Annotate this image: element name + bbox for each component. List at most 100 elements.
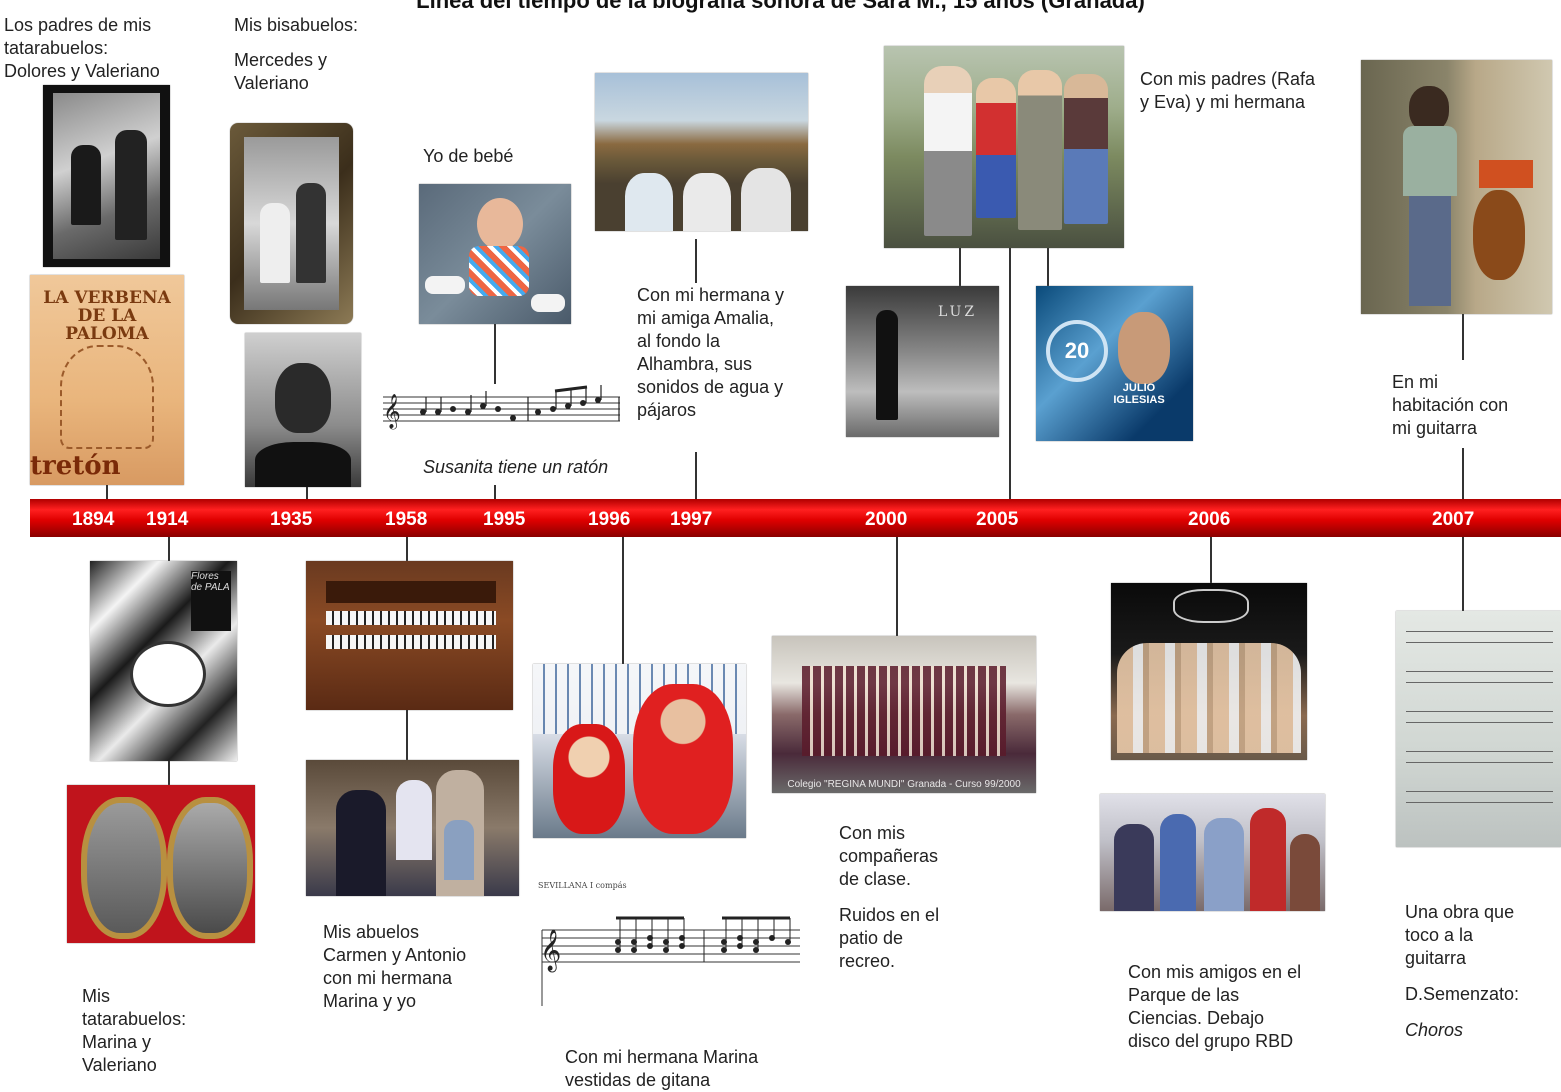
label-line: mi guitarra [1392, 418, 1478, 438]
label-line: guitarra [1405, 948, 1467, 968]
connector [406, 710, 408, 760]
label-bisabuelos-title: Mis bisabuelos: [234, 15, 359, 35]
label-alhambra: Con mi hermana y mi amiga Amalia, al fon… [637, 284, 784, 422]
year-2005: 2005 [976, 509, 1019, 530]
connector [1462, 314, 1464, 360]
page-title: Línea del tiempo de la biografía sonora … [416, 0, 1145, 13]
connector [1009, 248, 1011, 501]
year-1894: 1894 [72, 509, 115, 530]
photo-gitana [533, 664, 746, 838]
label-abuelos: Mis abuelos Carmen y Antonio con mi herm… [323, 921, 466, 1013]
label-line: pájaros [637, 400, 697, 420]
label-susanita: Susanita tiene un ratón [423, 456, 608, 479]
connector [959, 248, 961, 286]
label-line: Con mi hermana y [637, 285, 785, 305]
label-amigos: Con mis amigos en el Parque de las Cienc… [1128, 961, 1301, 1053]
photo-organo [306, 561, 513, 710]
photo-abuelo-portrait [245, 333, 361, 487]
verbena-caption: LA VERBENA DE LA PALOMA [43, 288, 171, 344]
photo-disco-luz: LUZ [846, 286, 999, 437]
timeline-bar [30, 499, 1561, 537]
label-bisabuelos-names: Mercedes y Valeriano [234, 49, 327, 95]
label-line: Dolores y Valeriano [4, 61, 160, 81]
connector [406, 537, 408, 561]
label-line: toco a la [1405, 925, 1474, 945]
connector [1462, 537, 1464, 611]
label-line: Con mi hermana Marina [565, 1047, 759, 1067]
year-1996: 1996 [588, 509, 631, 530]
label-line: Mis [82, 986, 110, 1006]
label-line: Con mis padres (Rafa [1140, 69, 1316, 89]
photo-padres-hermana [884, 46, 1124, 248]
label-line: Carmen y Antonio [323, 945, 467, 965]
photo-abuelos [306, 760, 519, 896]
label-line: con mi hermana [323, 968, 453, 988]
connector [1462, 448, 1464, 501]
label-gitana: Con mi hermana Marina vestidas de gitana [565, 1046, 758, 1092]
label-line: Parque de las [1128, 985, 1240, 1005]
connector [622, 537, 624, 664]
year-1914: 1914 [146, 509, 189, 530]
label-line: recreo. [839, 951, 896, 971]
label-line: de clase. [839, 869, 912, 889]
label-line: Valeriano [234, 73, 309, 93]
sheet-music-susanita: 𝄞 [383, 385, 620, 430]
connector [494, 324, 496, 384]
connector [106, 485, 108, 501]
year-2007: 2007 [1432, 509, 1475, 530]
connector [896, 537, 898, 636]
label-line: Marina y [82, 1032, 152, 1052]
year-1997: 1997 [670, 509, 713, 530]
label-line: D.Semenzato: [1405, 984, 1520, 1004]
label-line: Con mis amigos en el [1128, 962, 1302, 982]
label-tatarabuelos-dolores: Los padres de mis tatarabuelos: Dolores … [4, 14, 160, 83]
label-line: tatarabuelos: [4, 38, 109, 58]
connector [695, 239, 697, 283]
susanita-text: Susanita tiene un ratón [423, 457, 609, 477]
year-2006: 2006 [1188, 509, 1231, 530]
year-1935: 1935 [270, 509, 313, 530]
photo-verbena-paloma: LA VERBENA DE LA PALOMA tretón [30, 275, 184, 485]
photo-amigos [1100, 794, 1325, 911]
label-obra: Una obra que toco a la guitarra D.Semenz… [1405, 901, 1519, 1055]
label-line: Marina y yo [323, 991, 417, 1011]
luz-caption: LUZ [938, 304, 978, 320]
label-line: Una obra que [1405, 902, 1515, 922]
label-line: vestidas de gitana [565, 1070, 711, 1090]
label-line: disco del grupo RBD [1128, 1031, 1294, 1051]
colegio-caption: Colegio "REGINA MUNDI" Granada - Curso 9… [787, 779, 1021, 790]
year-2000: 2000 [865, 509, 908, 530]
label-companeras: Con mis compañeras de clase. Ruidos en e… [839, 822, 939, 986]
julio-caption: JULIO IGLESIAS [1113, 382, 1165, 406]
connector [494, 485, 496, 501]
label-tatarabuelos-marina: Mis tatarabuelos: Marina y Valeriano [82, 985, 186, 1077]
label-line: tatarabuelos: [82, 1009, 187, 1029]
connector [1210, 537, 1212, 583]
label-line: sonidos de agua y [637, 377, 784, 397]
label-line: Mis abuelos [323, 922, 420, 942]
label-line: En mi [1392, 372, 1439, 392]
connector [168, 537, 170, 561]
photo-bebe [419, 184, 571, 324]
year-1995: 1995 [483, 509, 526, 530]
photo-mercedes-valeriano [230, 123, 353, 324]
label-habitacion: En mi habitación con mi guitarra [1392, 371, 1508, 440]
label-line: habitación con [1392, 395, 1509, 415]
label-line: Ciencias. Debajo [1128, 1008, 1265, 1028]
label-line: Ruidos en el [839, 905, 940, 925]
svg-text:SEVILLANA I compás: SEVILLANA I compás [538, 881, 627, 890]
connector [1047, 248, 1049, 286]
photo-colegio: Colegio "REGINA MUNDI" Granada - Curso 9… [772, 636, 1036, 793]
connector [306, 487, 308, 501]
label-line: al fondo la [637, 331, 721, 351]
label-padres: Con mis padres (Rafa y Eva) y mi hermana [1140, 68, 1315, 114]
label-choros: Choros [1405, 1020, 1464, 1040]
photo-habitacion [1361, 60, 1552, 314]
label-yo-bebe: Yo de bebé [423, 146, 514, 166]
connector [695, 452, 697, 501]
photo-disco-julio: 20 JULIO IGLESIAS [1036, 286, 1193, 441]
photo-partitura-antigua: Flores de PALA [90, 561, 237, 761]
label-line: patio de [839, 928, 904, 948]
photo-dolores-valeriano [43, 85, 170, 267]
label-line: y Eva) y mi hermana [1140, 92, 1306, 112]
